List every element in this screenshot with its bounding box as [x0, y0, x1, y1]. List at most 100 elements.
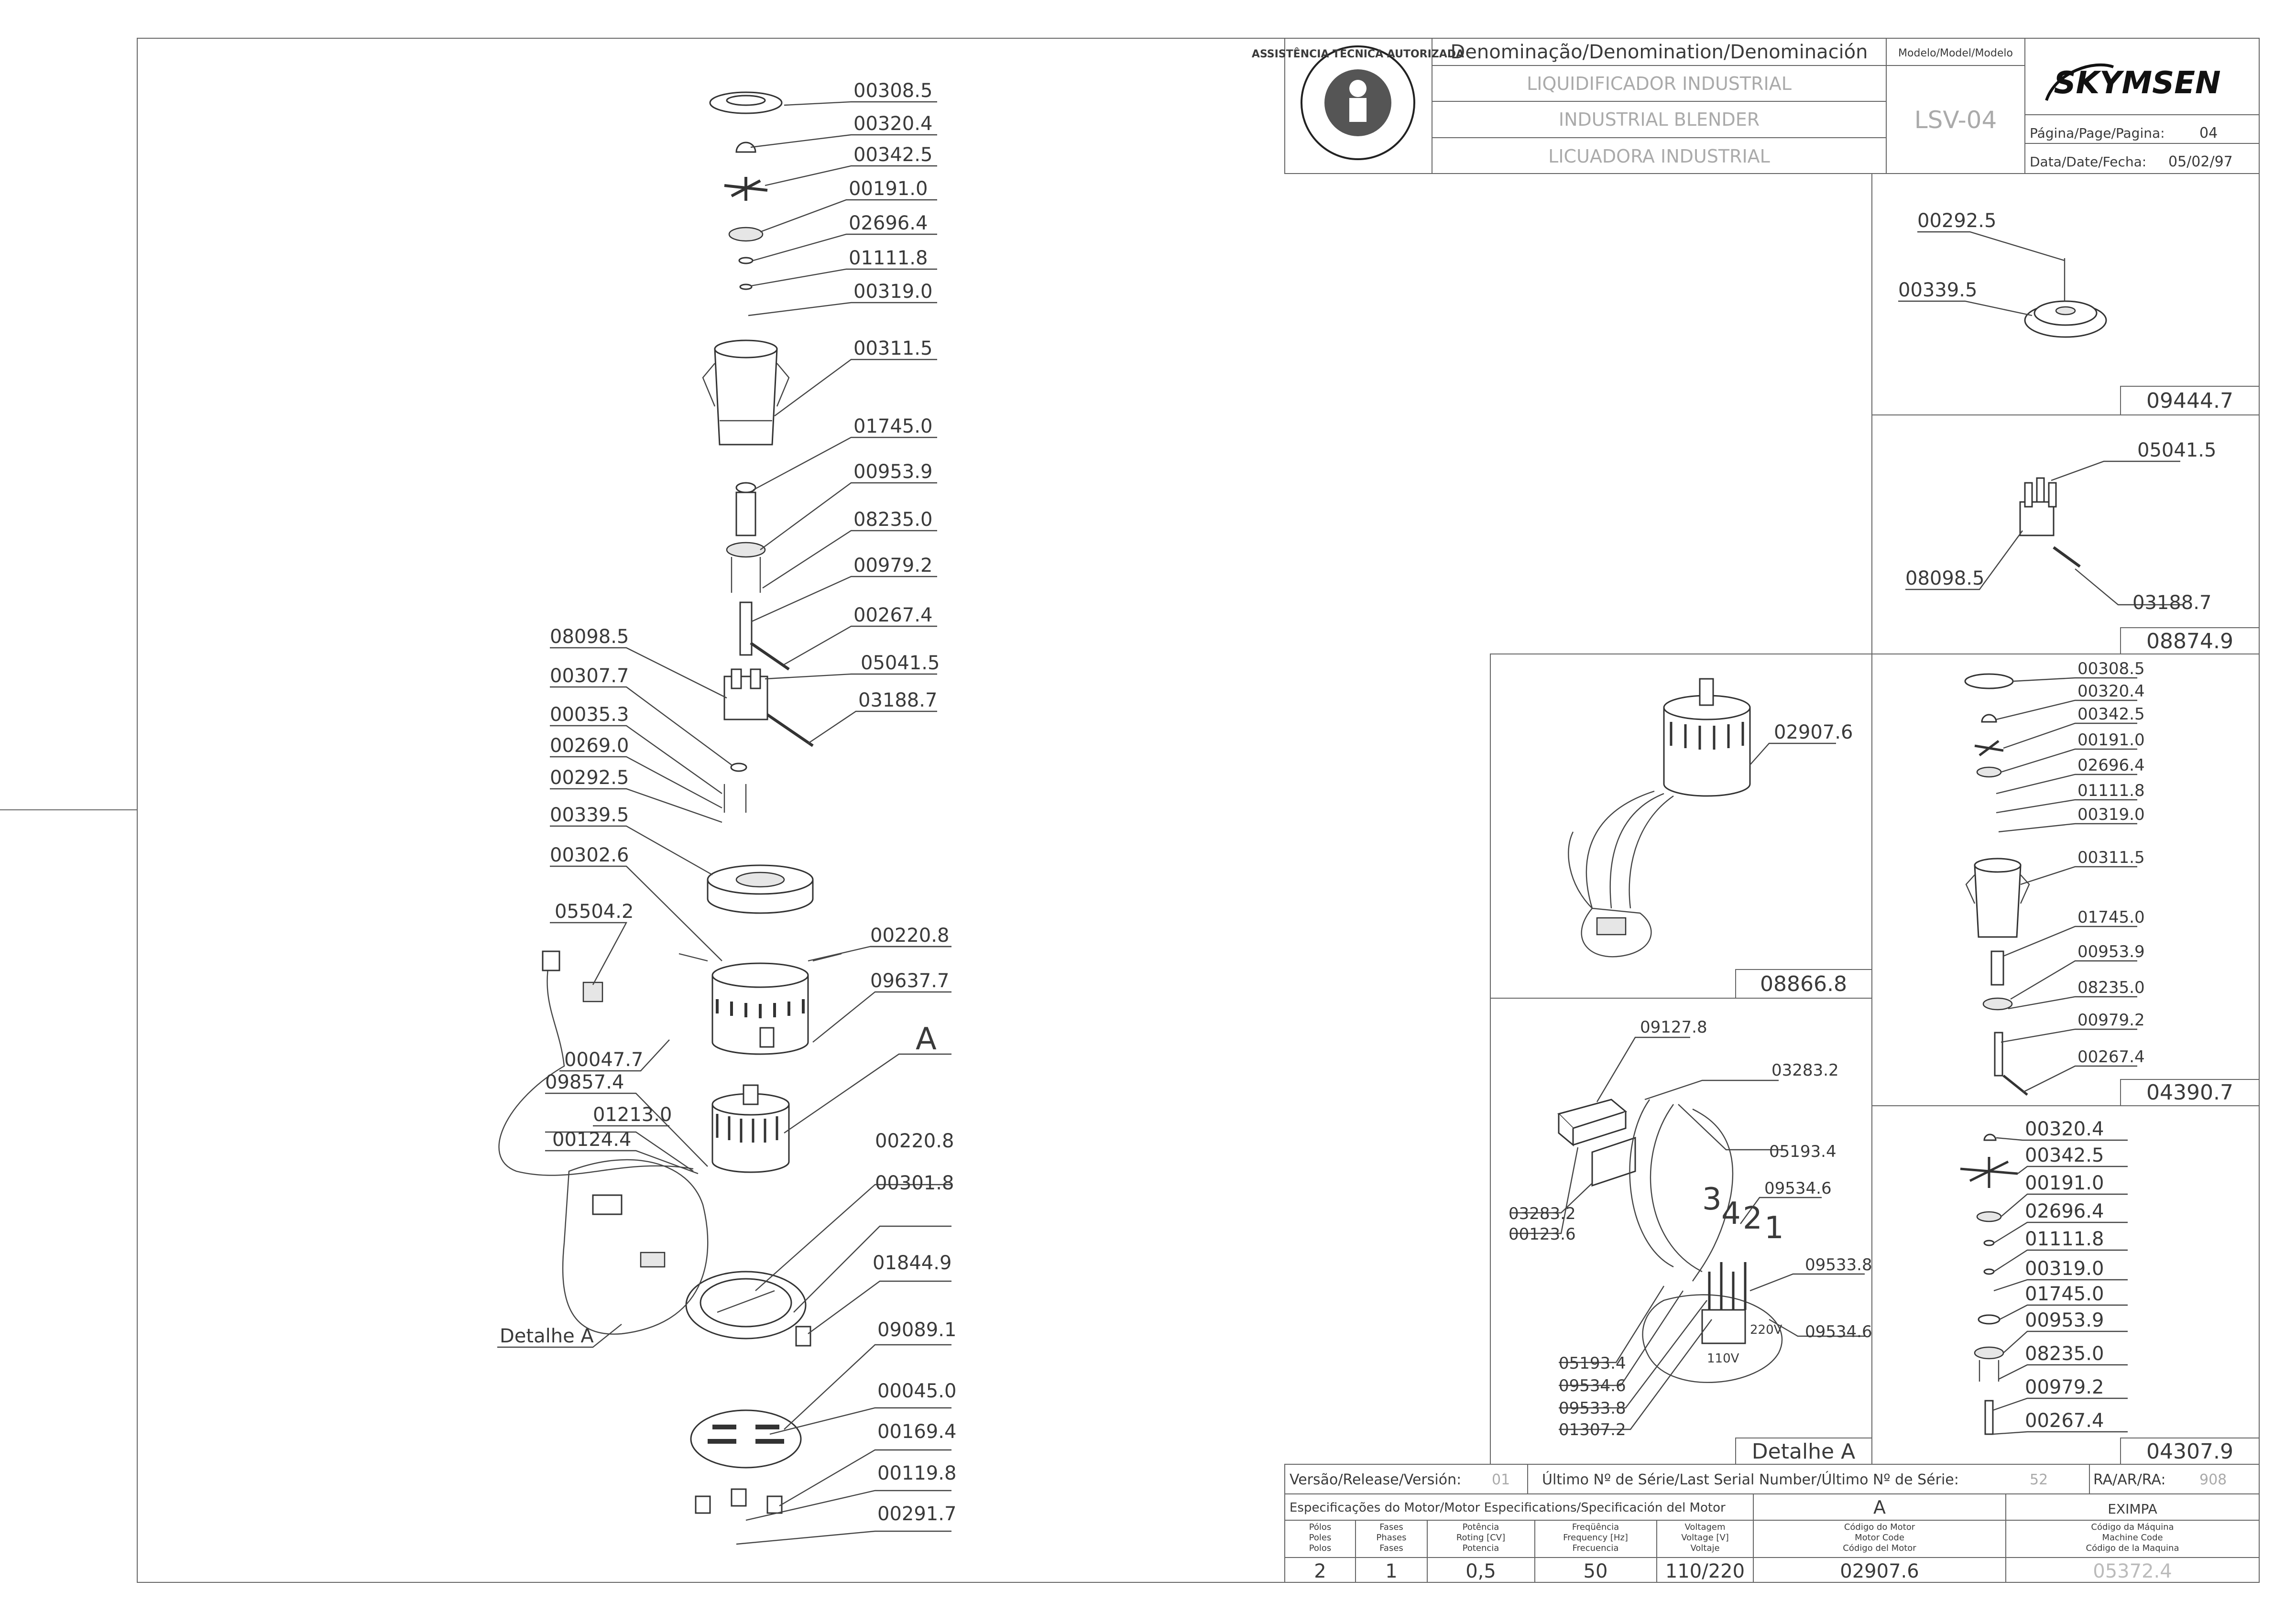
callout-00953-9: 00953.9 [853, 461, 932, 483]
cap-part [735, 142, 756, 153]
callout-03188-7: 03188.7 [858, 689, 937, 711]
page-value: 04 [2199, 125, 2218, 142]
callout-09637-7: 09637.7 [870, 970, 949, 992]
val-power: 0,5 [1465, 1560, 1496, 1582]
base-disc-part [690, 1409, 802, 1469]
detail-05193-4-top: 05193.4 [1769, 1142, 1837, 1161]
panel-code-04307: 04307.9 [2146, 1439, 2233, 1464]
page-label: Página/Page/Pagina: [2030, 125, 2165, 141]
voltage-220: 220V [1750, 1323, 1782, 1337]
p04307-01111-8: 01111.8 [2025, 1228, 2104, 1250]
shaft-part [735, 491, 756, 536]
p04307-00342-5: 00342.5 [2025, 1144, 2104, 1166]
callout-08098-5: 08098.5 [550, 626, 629, 648]
model-value: LSV-04 [1914, 106, 1997, 134]
callout-09857-4: 09857.4 [545, 1071, 624, 1093]
name-es: LICUADORA INDUSTRIAL [1548, 146, 1770, 167]
panel-04307-drawing [1960, 1133, 2018, 1435]
detail-09534-6-left: 09534.6 [1559, 1376, 1626, 1395]
main-callouts: 00308.5 00320.4 00342.5 00191.0 02696.4 … [497, 80, 956, 1545]
voltage-110: 110V [1707, 1351, 1739, 1366]
callout-01111-8: 01111.8 [849, 247, 928, 269]
detail-09534-6-top: 09534.6 [1764, 1179, 1832, 1198]
hdr-poles-pt: Pólos [1309, 1522, 1332, 1532]
callout-00291-7: 00291.7 [877, 1503, 956, 1525]
p09444-00339-5: 00339.5 [1898, 279, 1977, 301]
callout-00169-4: 00169.4 [877, 1421, 956, 1443]
motor-col-letter: A [1873, 1497, 1886, 1518]
wire-number-3: 3 [1702, 1182, 1722, 1217]
date-label: Data/Date/Fecha: [2030, 154, 2146, 170]
hdr-motorcode-pt: Código do Motor [1844, 1522, 1915, 1532]
callout-09089-1: 09089.1 [877, 1319, 956, 1341]
callout-00269-0: 00269.0 [550, 735, 629, 757]
base-plate-part [707, 864, 814, 914]
hdr-power-es: Potencia [1463, 1543, 1499, 1553]
callout-00307-7: 00307.7 [550, 665, 629, 687]
detail-03283-2-top: 03283.2 [1771, 1061, 1839, 1080]
version-value: 01 [1492, 1471, 1510, 1488]
p09444-00292-5: 00292.5 [1917, 210, 1996, 232]
brand-logo: SKYMSEN [2045, 63, 2221, 101]
p08874-03188-7: 03188.7 [2132, 592, 2211, 614]
p04307-00979-2: 00979.2 [2025, 1376, 2104, 1398]
p04307-00320-4: 00320.4 [2025, 1118, 2104, 1140]
hdr-motorcode-en: Motor Code [1855, 1533, 1904, 1543]
plug-part [542, 950, 560, 971]
ra-value: 908 [2199, 1471, 2227, 1488]
callout-00292-5: 00292.5 [550, 767, 629, 789]
hdr-freq-pt: Freqüência [1572, 1522, 1619, 1532]
motor-maker: EXIMPA [2108, 1501, 2157, 1517]
val-frequency: 50 [1584, 1560, 1608, 1582]
name-en: INDUSTRIAL BLENDER [1559, 109, 1760, 130]
val-motor-code: 02907.6 [1840, 1560, 1919, 1582]
hdr-freq-en: Frequency [Hz] [1563, 1533, 1628, 1543]
hdr-volt-en: Voltage [V] [1681, 1533, 1729, 1543]
p04390-00308-5: 00308.5 [2077, 659, 2145, 678]
callout-A: A [916, 1022, 937, 1057]
hdr-machinecode-es: Código de la Maquina [2086, 1543, 2179, 1553]
hdr-volt-es: Voltaje [1690, 1543, 1719, 1553]
detail-09533-8-left: 09533.8 [1559, 1399, 1626, 1418]
callout-detalhe-a: Detalhe A [500, 1325, 594, 1347]
callout-00119-8: 00119.8 [877, 1462, 956, 1484]
p04307-08235-0: 08235.0 [2025, 1343, 2104, 1365]
panel-code-08866: 08866.8 [1760, 972, 1847, 996]
panel-detail-drawing: 3 4 2 1 220V 110V [1557, 1099, 1784, 1383]
motor-housing-part [678, 953, 842, 1055]
hdr-volt-pt: Voltagem [1684, 1522, 1725, 1532]
callout-00301-8: 00301.8 [875, 1172, 954, 1194]
title-block: ASSISTÊNCIA TÉCNICA AUTORIZADA Denominaç… [1252, 38, 2260, 174]
callout-00320-4: 00320.4 [853, 113, 932, 135]
callout-01745-0: 01745.0 [853, 415, 932, 437]
hdr-power-pt: Potência [1463, 1522, 1499, 1532]
sticker-part [759, 1027, 775, 1048]
callout-00124-4: 00124.4 [552, 1129, 631, 1151]
callout-00035-3: 00035.3 [550, 704, 629, 726]
feet-part [695, 1488, 783, 1514]
val-voltage: 110/220 [1665, 1560, 1745, 1582]
motor-part [711, 1084, 790, 1173]
p04307-00191-0: 00191.0 [2025, 1172, 2104, 1194]
val-phases: 1 [1385, 1560, 1397, 1582]
sheet-border [137, 38, 2260, 1583]
panel-code-detail: Detalhe A [1752, 1439, 1855, 1464]
callout-00047-7: 00047.7 [564, 1049, 643, 1071]
date-value: 05/02/97 [2168, 153, 2233, 170]
detail-09533-8-right: 09533.8 [1805, 1255, 1872, 1274]
p04390-00319-0: 00319.0 [2077, 805, 2145, 824]
version-label: Versão/Release/Versión: [1290, 1471, 1461, 1488]
callout-00302-6: 00302.6 [550, 844, 629, 866]
detail-01307-2: 01307.2 [1559, 1420, 1626, 1439]
hdr-phases-pt: Fases [1379, 1522, 1403, 1532]
p04390-02696-4: 02696.4 [2077, 756, 2145, 775]
serial-label: Último Nº de Série/Last Serial Number/Úl… [1542, 1471, 1959, 1488]
wire-number-4: 4 [1721, 1196, 1741, 1231]
callout-01213-0: 01213.0 [593, 1104, 672, 1126]
p04307-01745-0: 01745.0 [2025, 1283, 2104, 1305]
panel-09444-drawing [2024, 258, 2107, 338]
p04390-00342-5: 00342.5 [2077, 705, 2145, 724]
p04390-08235-0: 08235.0 [2077, 978, 2145, 997]
p04307-00319-0: 00319.0 [2025, 1258, 2104, 1280]
